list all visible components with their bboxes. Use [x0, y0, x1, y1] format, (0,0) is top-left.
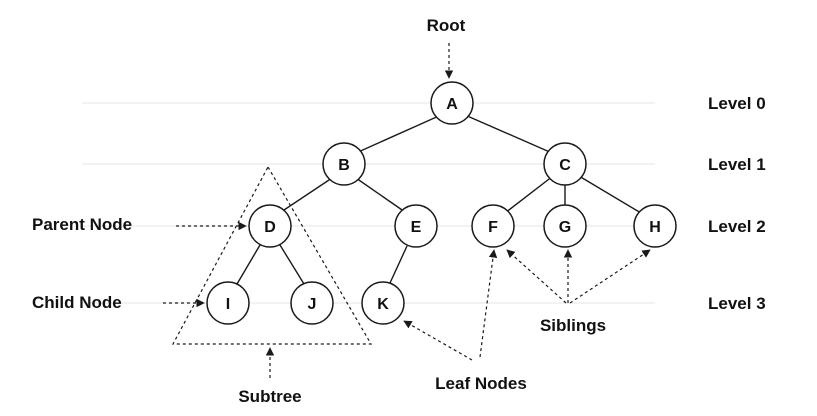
- node-i: I: [206, 281, 250, 325]
- edge-d-j: [279, 244, 305, 285]
- subtree-annotation: Subtree: [171, 165, 373, 406]
- leaf-nodes-label: Leaf Nodes: [435, 374, 527, 393]
- node-g: G: [543, 204, 587, 248]
- node-k: K: [361, 281, 405, 325]
- node-c: C: [543, 142, 587, 186]
- node-b-label: B: [338, 157, 350, 174]
- level-guides: [82, 102, 655, 304]
- node-f-label: F: [488, 219, 498, 236]
- node-a: A: [430, 81, 474, 125]
- edge-a-b: [355, 114, 442, 154]
- level-labels: Level 0 Level 1 Level 2 Level 3: [708, 94, 766, 313]
- node-f: F: [471, 204, 515, 248]
- node-e: E: [394, 204, 438, 248]
- edge-b-e: [355, 177, 406, 213]
- parent-node-annotation: Parent Node: [32, 215, 247, 234]
- child-node-annotation: Child Node: [32, 293, 205, 312]
- node-h-label: H: [649, 219, 661, 236]
- node-h: H: [633, 204, 677, 248]
- node-e-label: E: [411, 219, 422, 236]
- siblings-label: Siblings: [540, 316, 606, 335]
- child-node-label: Child Node: [32, 293, 122, 312]
- level-3-label: Level 3: [708, 294, 766, 313]
- edge-a-c: [464, 114, 553, 154]
- siblings-arrow-f: [506, 249, 567, 304]
- edge-c-f: [504, 175, 554, 214]
- node-b: B: [322, 142, 366, 186]
- root-label: Root: [427, 16, 466, 35]
- node-a-label: A: [446, 96, 458, 113]
- node-j-label: J: [308, 296, 317, 313]
- siblings-annotation: Siblings: [506, 249, 651, 335]
- node-g-label: G: [559, 219, 571, 236]
- edge-b-d: [280, 177, 333, 213]
- edge-c-h: [578, 175, 642, 214]
- node-k-label: K: [377, 296, 389, 313]
- node-d-label: D: [264, 219, 276, 236]
- level-0-label: Level 0: [708, 94, 766, 113]
- tree-edges: [236, 114, 642, 285]
- leaf-arrow-k: [403, 320, 473, 361]
- leaf-nodes-annotation: Leaf Nodes: [403, 249, 527, 393]
- node-c-label: C: [559, 157, 571, 174]
- node-d: D: [248, 204, 292, 248]
- siblings-arrow-h: [569, 249, 651, 304]
- edge-e-k: [389, 245, 408, 284]
- root-annotation: Root: [427, 16, 466, 79]
- level-2-label: Level 2: [708, 217, 766, 236]
- subtree-label: Subtree: [238, 387, 301, 406]
- tree-nodes: A B C D E F G H: [206, 81, 677, 325]
- level-1-label: Level 1: [708, 155, 766, 174]
- edge-d-i: [236, 244, 261, 285]
- subtree-triangle: [171, 165, 373, 345]
- parent-node-label: Parent Node: [32, 215, 132, 234]
- node-i-label: I: [226, 296, 230, 313]
- node-j: J: [290, 281, 334, 325]
